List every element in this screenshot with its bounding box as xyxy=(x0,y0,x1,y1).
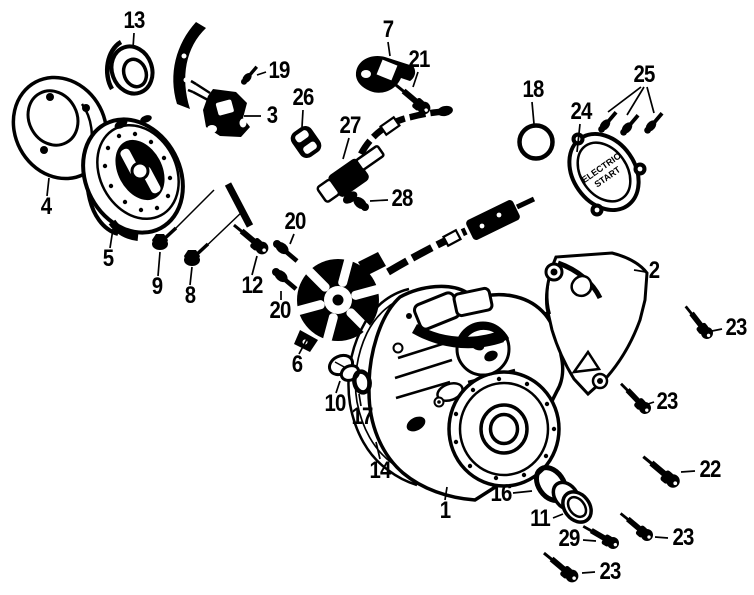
cap-11 xyxy=(551,480,593,524)
stator-6 xyxy=(294,252,386,352)
leader-lines xyxy=(46,32,723,574)
starter-boss xyxy=(412,286,504,349)
switch-3 xyxy=(187,79,250,137)
bolt-9 xyxy=(150,189,215,252)
flywheel-rotor-5 xyxy=(81,115,185,241)
bolt-23d xyxy=(544,553,578,582)
bolt-21 xyxy=(396,85,430,114)
boss-bolt-holes xyxy=(453,376,557,481)
bolt-29 xyxy=(583,521,620,554)
guard-cover-2 xyxy=(544,251,649,397)
bolt-23c xyxy=(621,513,653,541)
bolt-23a xyxy=(680,306,717,340)
washer-17 xyxy=(352,369,372,395)
screw-20b xyxy=(272,267,296,289)
stator-cover-1 xyxy=(367,284,570,502)
bolt-22 xyxy=(643,457,679,488)
screw-19 xyxy=(238,65,259,87)
grommet-26 xyxy=(290,125,322,159)
electric-start-cover-24: ELECTRIC START xyxy=(567,131,647,217)
oring-18 xyxy=(517,123,555,161)
bolt-23b xyxy=(618,384,653,415)
stud-bolt-12 xyxy=(224,182,268,254)
clutch-window xyxy=(455,321,511,377)
bearing-13 xyxy=(104,40,155,96)
flywheel-bolt-holes xyxy=(102,131,173,213)
stator-notches xyxy=(294,256,382,344)
bolt-8 xyxy=(182,210,244,268)
harness-band xyxy=(173,22,206,109)
cover-boss xyxy=(447,370,561,488)
nut-10 xyxy=(327,353,361,382)
screw-20a xyxy=(273,239,297,261)
wire-harness xyxy=(386,196,536,276)
screw-set-25 xyxy=(595,110,664,138)
clamp-7 xyxy=(355,56,416,93)
cover-ear-tabs xyxy=(571,132,647,217)
lead-wire-cable xyxy=(358,105,453,156)
pulse-coil-27 xyxy=(316,145,385,204)
